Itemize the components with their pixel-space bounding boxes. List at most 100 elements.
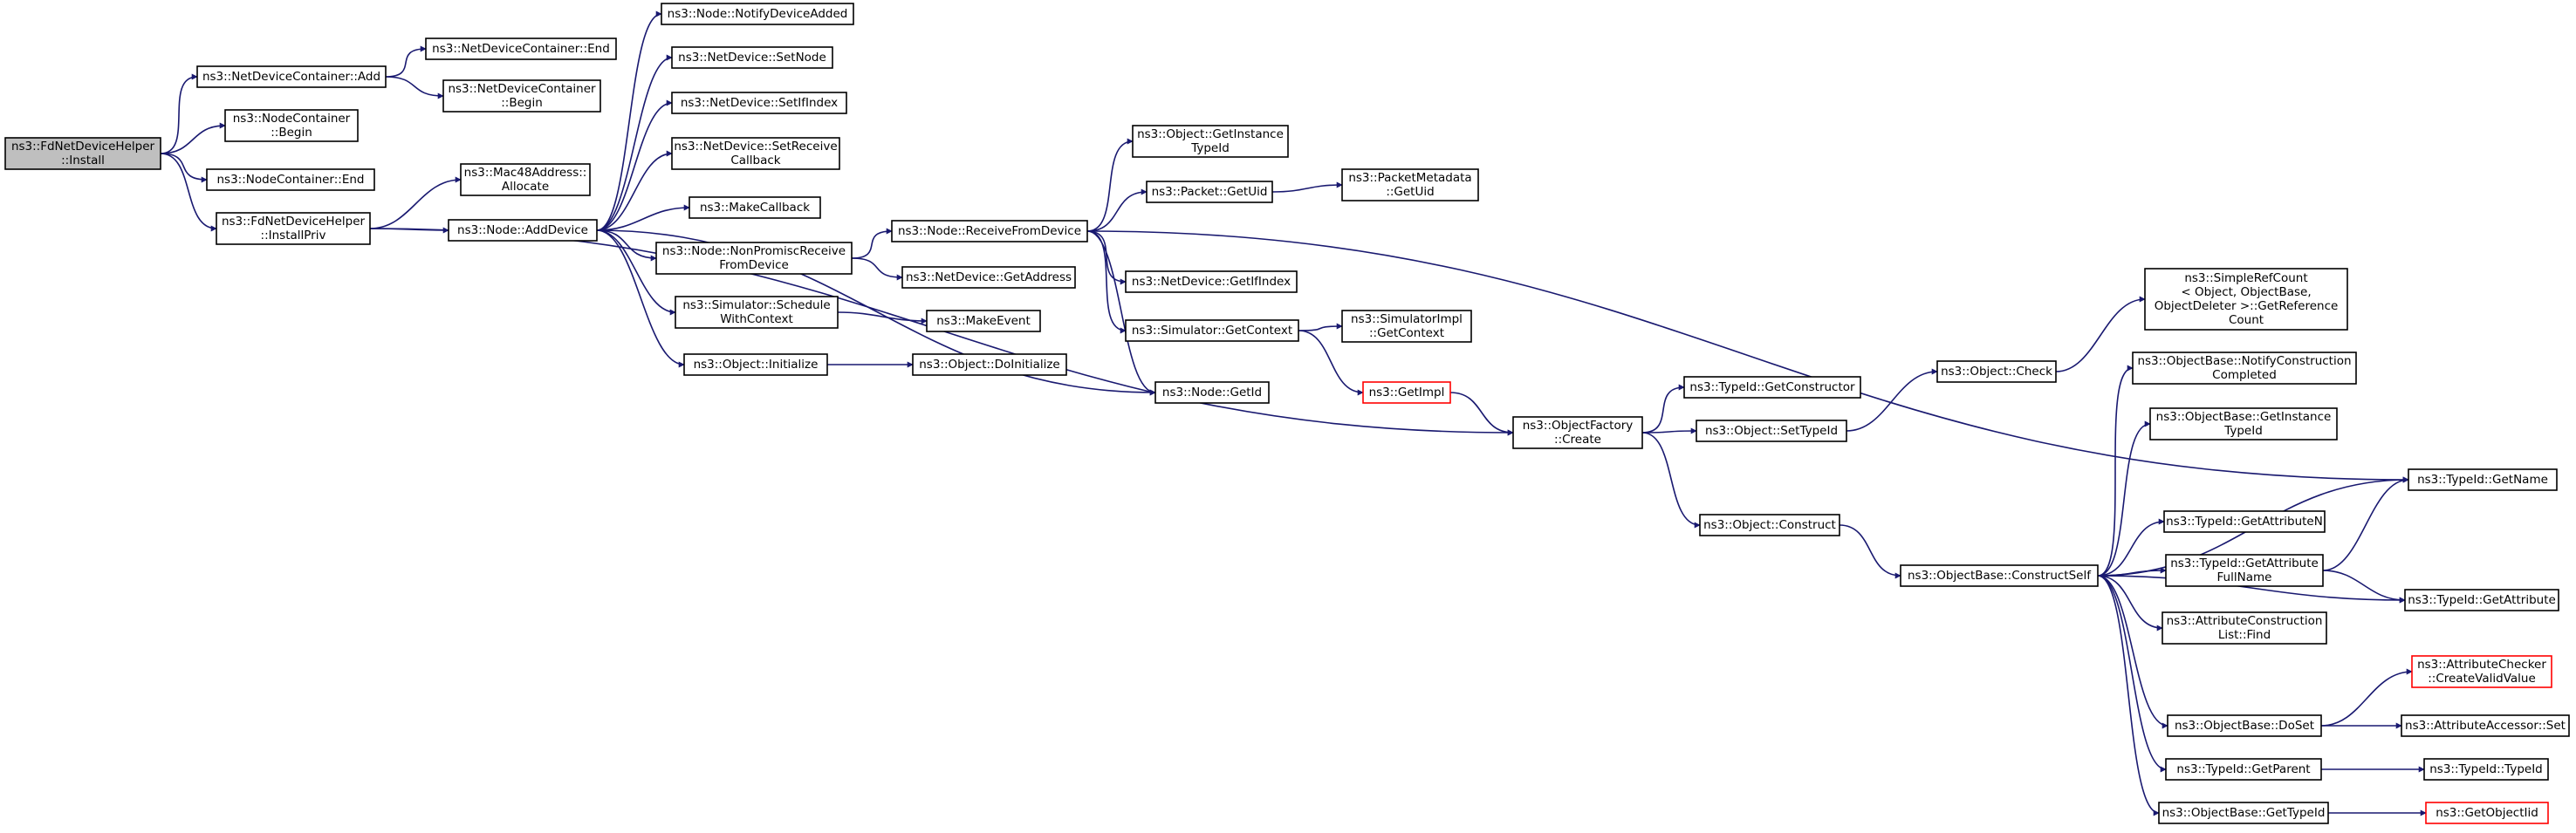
node-box[interactable] (671, 137, 840, 170)
node-box[interactable] (196, 65, 387, 88)
node-ns3-attributeaccessor-set[interactable]: ns3::AttributeAccessor::Set (2401, 714, 2570, 737)
node-box[interactable] (442, 79, 601, 113)
node-box[interactable] (1900, 564, 2099, 587)
node-ns3-attributechecker-createvalidvalue[interactable]: ns3::AttributeChecker::CreateValidValue (2411, 655, 2552, 688)
node-box[interactable] (2425, 802, 2549, 824)
node-ns3-object-initialize[interactable]: ns3::Object::Initialize (683, 353, 828, 376)
node-ns3-netdevice-setnode[interactable]: ns3::NetDevice::SetNode (671, 46, 833, 69)
node-box[interactable] (1125, 270, 1298, 293)
node-box[interactable] (683, 353, 828, 376)
node-ns3-fdnetdevicehelper-install[interactable]: ns3::FdNetDeviceHelper::Install (4, 137, 161, 170)
node-box[interactable] (425, 38, 617, 60)
node-ns3-getimpl[interactable]: ns3::GetImpl (1362, 381, 1451, 404)
node-ns3-makecallback[interactable]: ns3::MakeCallback (689, 196, 821, 219)
node-box[interactable] (1146, 181, 1273, 203)
node-box[interactable] (1699, 514, 1840, 536)
node-ns3-typeid-getname[interactable]: ns3::TypeId::GetName (2408, 468, 2558, 491)
node-ns3-typeid-getparent[interactable]: ns3::TypeId::GetParent (2165, 758, 2322, 781)
node-box[interactable] (661, 3, 854, 25)
node-box[interactable] (2423, 758, 2549, 781)
node-ns3-typeid-typeid[interactable]: ns3::TypeId::TypeId (2423, 758, 2549, 781)
node-ns3-fdnetdevicehelper-installpriv[interactable]: ns3::FdNetDeviceHelper::InstallPriv (216, 212, 371, 245)
node-ns3-packetmetadata-getuid[interactable]: ns3::PacketMetadata::GetUid (1341, 168, 1479, 201)
node-ns3-object-settypeid[interactable]: ns3::Object::SetTypeId (1696, 420, 1847, 442)
node-box[interactable] (926, 310, 1041, 332)
node-box[interactable] (1341, 168, 1479, 201)
node-ns3-object-check[interactable]: ns3::Object::Check (1936, 360, 2057, 383)
node-box[interactable] (689, 196, 821, 219)
node-ns3-netdevice-getaddress[interactable]: ns3::NetDevice::GetAddress (901, 266, 1076, 289)
node-ns3-netdevicecontainer-add[interactable]: ns3::NetDeviceContainer::Add (196, 65, 387, 88)
node-ns3-typeid-getconstructor[interactable]: ns3::TypeId::GetConstructor (1683, 376, 1861, 399)
node-box[interactable] (891, 220, 1088, 242)
node-ns3-packet-getuid[interactable]: ns3::Packet::GetUid (1146, 181, 1273, 203)
node-box[interactable] (2411, 655, 2552, 688)
node-ns3-netdevicecontainer-begin[interactable]: ns3::NetDeviceContainer::Begin (442, 79, 601, 113)
node-box[interactable] (671, 92, 847, 114)
node-box[interactable] (2401, 714, 2570, 737)
node-ns3-simulator-getcontext[interactable]: ns3::Simulator::GetContext (1125, 319, 1299, 342)
node-box[interactable] (655, 242, 853, 275)
node-box[interactable] (1125, 319, 1299, 342)
node-ns3-mac48address-allocate[interactable]: ns3::Mac48Address::Allocate (460, 163, 591, 196)
node-box[interactable] (2165, 554, 2324, 587)
node-ns3-object-doinitialize[interactable]: ns3::Object::DoInitialize (912, 353, 1067, 376)
node-box[interactable] (1696, 420, 1847, 442)
node-box[interactable] (671, 46, 833, 69)
node-box[interactable] (2132, 352, 2357, 385)
node-box[interactable] (675, 296, 839, 329)
node-box[interactable] (224, 109, 359, 142)
node-ns3-objectbase-constructself[interactable]: ns3::ObjectBase::ConstructSelf (1900, 564, 2099, 587)
node-ns3-netdevicecontainer-end[interactable]: ns3::NetDeviceContainer::End (425, 38, 617, 60)
node-box[interactable] (2149, 407, 2338, 440)
node-box[interactable] (2167, 714, 2322, 737)
node-box[interactable] (2404, 589, 2559, 611)
node-ns3-node-getid[interactable]: ns3::Node::GetId (1154, 381, 1270, 404)
node-ns3-objectbase-doset[interactable]: ns3::ObjectBase::DoSet (2167, 714, 2322, 737)
node-box[interactable] (1936, 360, 2057, 383)
node-ns3-object-construct[interactable]: ns3::Object::Construct (1699, 514, 1840, 536)
node-box[interactable] (2158, 802, 2329, 824)
node-ns3-simulatorimpl-getcontext[interactable]: ns3::SimulatorImpl::GetContext (1341, 310, 1472, 343)
node-box[interactable] (2408, 468, 2558, 491)
node-ns3-objectbase-gettypeid[interactable]: ns3::ObjectBase::GetTypeId (2158, 802, 2329, 824)
node-box[interactable] (206, 168, 375, 191)
node-ns3-netdevice-getifindex[interactable]: ns3::NetDevice::GetIfIndex (1125, 270, 1298, 293)
node-ns3-simplerefcount-object-objectbase-objectdeleter-getreferencecount[interactable]: ns3::SimpleRefCount< Object, ObjectBase,… (2144, 268, 2348, 331)
node-ns3-node-receivefromdevice[interactable]: ns3::Node::ReceiveFromDevice (891, 220, 1088, 242)
node-ns3-objectfactory-create[interactable]: ns3::ObjectFactory::Create (1512, 416, 1643, 449)
node-ns3-objectbase-notifyconstructioncompleted[interactable]: ns3::ObjectBase::NotifyConstructionCompl… (2132, 352, 2357, 385)
node-box[interactable] (2162, 611, 2327, 645)
node-ns3-getobjectiid[interactable]: ns3::GetObjectIid (2425, 802, 2549, 824)
node-ns3-typeid-getattributen[interactable]: ns3::TypeId::GetAttributeN (2163, 510, 2326, 533)
node-box[interactable] (2163, 510, 2326, 533)
node-box[interactable] (460, 163, 591, 196)
node-box[interactable] (2144, 268, 2348, 331)
node-box[interactable] (901, 266, 1076, 289)
node-box[interactable] (4, 137, 161, 170)
node-box[interactable] (1154, 381, 1270, 404)
node-box[interactable] (448, 219, 598, 242)
node-box[interactable] (1683, 376, 1861, 399)
node-ns3-makeevent[interactable]: ns3::MakeEvent (926, 310, 1041, 332)
node-box[interactable] (912, 353, 1067, 376)
node-box[interactable] (1512, 416, 1643, 449)
node-ns3-netdevice-setifindex[interactable]: ns3::NetDevice::SetIfIndex (671, 92, 847, 114)
node-ns3-nodecontainer-end[interactable]: ns3::NodeContainer::End (206, 168, 375, 191)
node-ns3-typeid-getattribute[interactable]: ns3::TypeId::GetAttribute (2404, 589, 2559, 611)
node-box[interactable] (1362, 381, 1451, 404)
node-ns3-nodecontainer-begin[interactable]: ns3::NodeContainer::Begin (224, 109, 359, 142)
node-ns3-node-notifydeviceadded[interactable]: ns3::Node::NotifyDeviceAdded (661, 3, 854, 25)
node-box[interactable] (2165, 758, 2322, 781)
node-box[interactable] (1132, 125, 1289, 158)
node-ns3-node-adddevice[interactable]: ns3::Node::AddDevice (448, 219, 598, 242)
node-box[interactable] (1341, 310, 1472, 343)
node-box[interactable] (216, 212, 371, 245)
